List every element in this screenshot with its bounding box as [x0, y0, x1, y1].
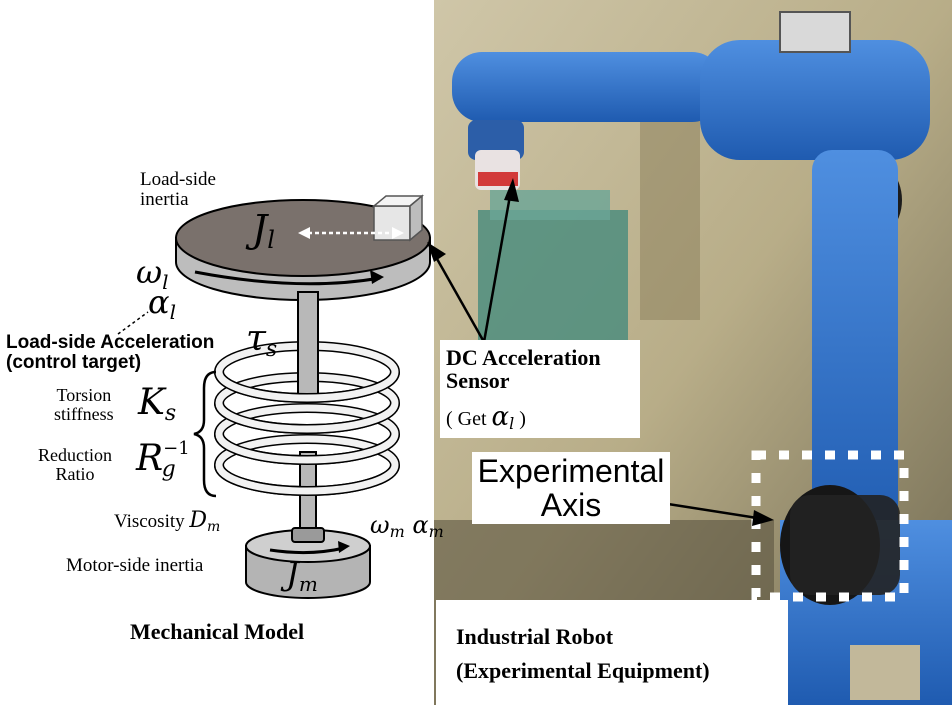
omega-l-arrow	[194, 270, 381, 286]
alpha-leader	[117, 311, 149, 335]
robot-axis-motor-body	[790, 495, 900, 595]
robot-shoulder	[700, 40, 930, 160]
sensor-arrow-to-robot	[482, 189, 513, 343]
upper-shaft	[297, 291, 319, 399]
axis-callout-box	[472, 452, 670, 524]
parameter-brace	[193, 370, 217, 498]
robot-forearm	[452, 52, 722, 122]
sensor-callout-title: DC Acceleration Sensor	[446, 345, 601, 394]
axis-arrowhead	[752, 510, 774, 526]
robot-top-box	[779, 11, 851, 53]
load-accel-label: Load-side Acceleration (control target)	[6, 332, 215, 373]
omega-m-arrowhead	[338, 541, 350, 553]
alpha-l-symbol: αl	[148, 283, 177, 324]
robot-caption-box	[436, 600, 788, 705]
sensor-callout-get: ( Get αl )	[446, 402, 526, 433]
robot-lower-arm	[812, 150, 898, 550]
axis-callout-label: Experimental Axis	[477, 453, 665, 523]
motor-hub	[291, 527, 325, 543]
robot-caption: Industrial Robot (Experimental Equipment…	[456, 624, 710, 684]
omega-l-arrowhead	[370, 270, 384, 284]
axis-arrow	[667, 502, 765, 521]
reduction-ratio-label: Reduction Ratio	[38, 445, 112, 484]
sensor-arrowhead-cube	[427, 242, 446, 262]
robot-tool-red	[478, 172, 518, 186]
tau-s-symbol: τs	[246, 318, 278, 362]
sensor-callout-box	[440, 340, 640, 438]
load-inertia-symbol: Jl	[252, 207, 275, 254]
motor-inertia-symbol: Jm	[286, 555, 318, 596]
experimental-axis-highlight	[751, 450, 909, 602]
sensor-arrowhead-robot	[504, 178, 519, 202]
mechanical-model-caption: Mechanical Model	[130, 619, 305, 644]
load-side-inertia-label: Load-side inertia	[140, 169, 216, 210]
torsion-stiffness-label: Torsion stiffness	[54, 385, 114, 424]
motor-side-inertia-label: Motor-side inertia	[66, 555, 204, 576]
omega-m-arrow	[269, 546, 345, 555]
viscosity-label: Viscosity Dm	[114, 508, 221, 535]
sensor-arrow-to-cube	[430, 249, 486, 343]
robot-base-plate	[850, 645, 920, 700]
dotted-arrowhead-left	[298, 227, 310, 239]
dotted-arrowhead-right	[392, 227, 404, 239]
k-s-symbol: Ks	[138, 382, 177, 426]
omega-m-alpha-m-symbols: ωm αm	[370, 511, 444, 541]
omega-l-symbol: ωl	[136, 253, 169, 294]
sensor-cube-side	[409, 194, 423, 242]
r-g-symbol: R−1g	[136, 438, 190, 482]
load-disk-top	[175, 199, 431, 277]
